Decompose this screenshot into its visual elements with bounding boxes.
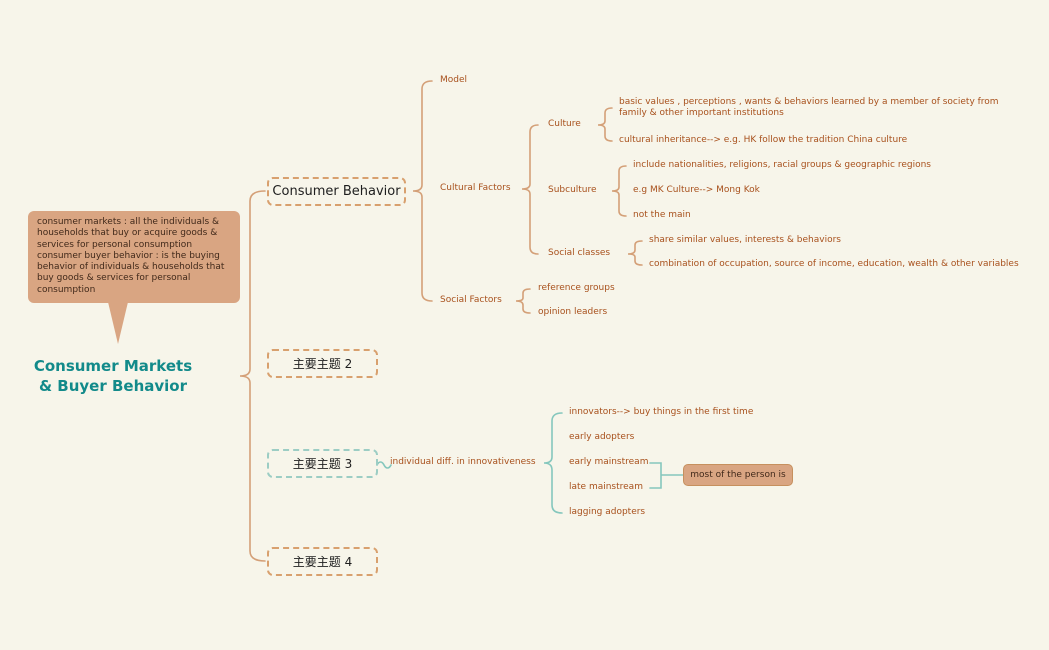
leaf-innovators[interactable]: innovators--> buy things in the first ti… <box>569 407 754 417</box>
callout-most-of-person[interactable]: most of the person is <box>683 464 793 486</box>
brace-innovativeness <box>543 412 563 514</box>
leaf-social-classes-combination[interactable]: combination of occupation, source of inc… <box>649 259 1019 269</box>
leaf-lagging-adopters[interactable]: lagging adopters <box>569 507 646 517</box>
brace-cultural-factors <box>521 124 539 255</box>
leaf-culture-inheritance[interactable]: cultural inheritance--> e.g. HK follow t… <box>619 135 908 145</box>
topic-main-2[interactable]: 主要主题 2 <box>267 349 378 378</box>
leaf-subculture-note[interactable]: not the main <box>633 210 691 220</box>
line-topic3-connector <box>376 461 392 469</box>
subtopic-subculture[interactable]: Subculture <box>548 185 597 195</box>
leaf-culture-definition[interactable]: basic values , perceptions , wants & beh… <box>619 97 999 118</box>
brace-subculture <box>611 165 627 217</box>
root-definition-callout[interactable]: consumer markets : all the individuals &… <box>28 211 240 303</box>
brace-culture <box>597 107 613 142</box>
subtopic-individual-diff[interactable]: individual diff. in innovativeness <box>390 457 536 467</box>
leaf-social-classes-share[interactable]: share similar values, interests & behavi… <box>649 235 841 245</box>
topic-consumer-behavior[interactable]: Consumer Behavior <box>267 177 406 206</box>
leaf-subculture-includes[interactable]: include nationalities, religions, racial… <box>633 160 931 170</box>
leaf-early-mainstream[interactable]: early mainstream <box>569 457 649 467</box>
subtopic-model[interactable]: Model <box>440 75 468 85</box>
brace-root <box>239 190 266 562</box>
subtopic-social-factors[interactable]: Social Factors <box>440 295 502 305</box>
brace-social-classes <box>627 240 643 266</box>
callout-pointer <box>108 302 128 344</box>
brace-social-factors <box>515 288 531 314</box>
subtopic-social-classes[interactable]: Social classes <box>548 248 611 258</box>
topic-main-4[interactable]: 主要主题 4 <box>267 547 378 576</box>
bracket-mainstream-group <box>649 462 684 489</box>
leaf-late-mainstream[interactable]: late mainstream <box>569 482 643 492</box>
leaf-reference-groups[interactable]: reference groups <box>538 283 615 293</box>
subtopic-culture[interactable]: Culture <box>548 119 581 129</box>
leaf-opinion-leaders[interactable]: opinion leaders <box>538 307 608 317</box>
leaf-early-adopters[interactable]: early adopters <box>569 432 635 442</box>
subtopic-cultural-factors[interactable]: Cultural Factors <box>440 183 511 193</box>
brace-consumer-behavior <box>412 80 433 302</box>
leaf-subculture-example[interactable]: e.g MK Culture--> Mong Kok <box>633 185 760 195</box>
root-topic[interactable]: Consumer Markets & Buyer Behavior <box>33 357 193 396</box>
topic-main-3[interactable]: 主要主题 3 <box>267 449 378 478</box>
